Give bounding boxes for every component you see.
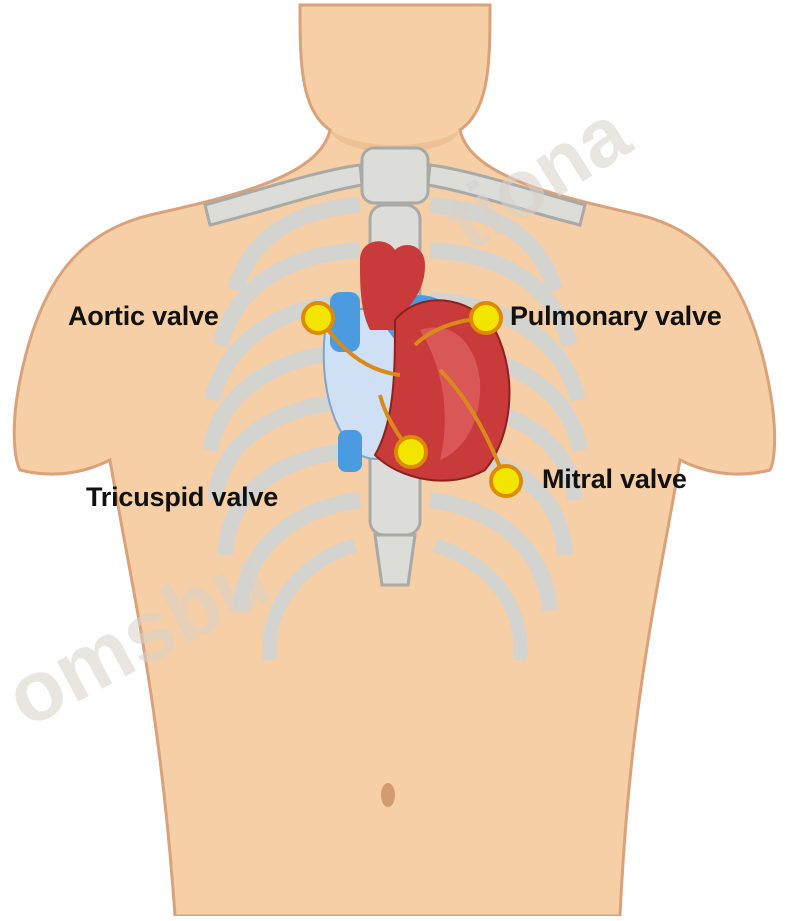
mitral-valve-label: Mitral valve [542,464,687,495]
navel [381,783,395,807]
pulmonary-valve-label: Pulmonary valve [510,301,722,332]
pulmonary-valve-marker [471,303,501,333]
tricuspid-valve-label: Tricuspid valve [86,482,278,513]
aortic-valve-label: Aortic valve [68,301,219,332]
aortic-valve-marker [303,303,333,333]
tricuspid-valve-marker [396,437,426,467]
sternum-top [362,148,428,203]
mitral-valve-marker [491,466,521,496]
xiphoid [375,535,415,585]
inferior-vena-cava [338,430,362,472]
